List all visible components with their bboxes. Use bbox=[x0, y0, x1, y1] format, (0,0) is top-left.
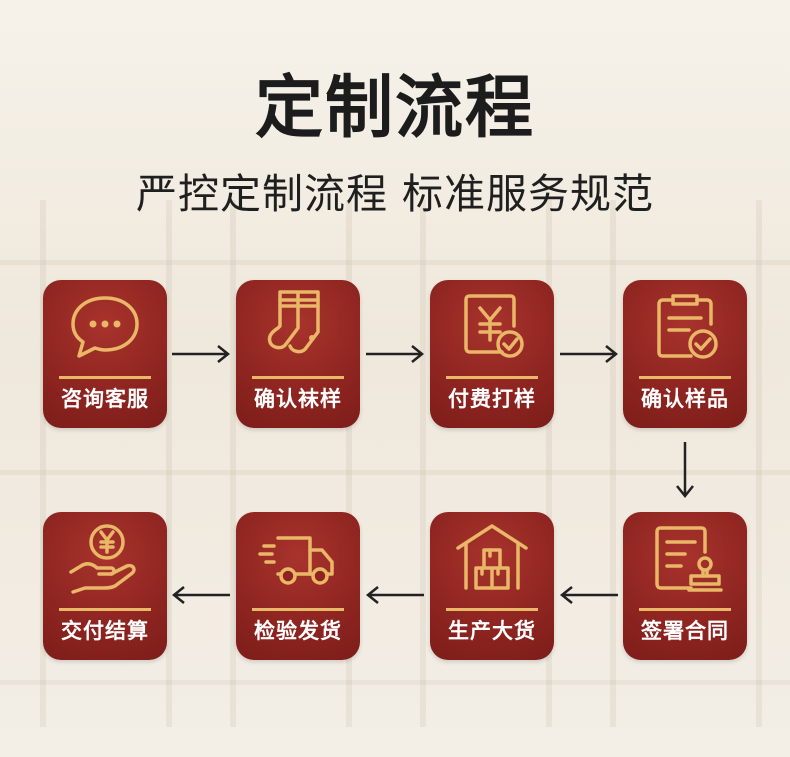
sock-icon bbox=[258, 286, 338, 366]
step-delivery-settlement: 交付结算 bbox=[43, 512, 167, 660]
step-divider bbox=[252, 376, 344, 379]
step-divider bbox=[446, 376, 538, 379]
arrow-right-icon bbox=[558, 344, 620, 364]
page-subtitle: 严控定制流程 标准服务规范 bbox=[135, 170, 655, 218]
arrow-right-icon bbox=[170, 344, 232, 364]
step-label: 签署合同 bbox=[641, 619, 729, 643]
step-label: 付费打样 bbox=[448, 387, 536, 411]
step-paid-sampling: 付费打样 bbox=[430, 280, 554, 428]
step-label: 交付结算 bbox=[61, 619, 149, 643]
arrow-right-icon bbox=[364, 344, 426, 364]
clipboard-check-icon bbox=[645, 286, 725, 366]
hand-yen-icon bbox=[65, 518, 145, 598]
step-sign-contract: 签署合同 bbox=[623, 512, 747, 660]
step-confirm-product-sample: 确认样品 bbox=[623, 280, 747, 428]
step-label: 确认样品 bbox=[641, 387, 729, 411]
step-label: 咨询客服 bbox=[61, 387, 149, 411]
step-divider bbox=[639, 608, 731, 611]
step-label: 生产大货 bbox=[448, 619, 536, 643]
step-label: 检验发货 bbox=[254, 619, 342, 643]
page-title: 定制流程 bbox=[254, 69, 535, 148]
arrow-left-icon bbox=[170, 585, 232, 605]
yen-receipt-icon bbox=[452, 286, 532, 366]
step-divider bbox=[252, 608, 344, 611]
step-inspect-ship: 检验发货 bbox=[236, 512, 360, 660]
step-confirm-sock-sample: 确认袜样 bbox=[236, 280, 360, 428]
step-divider bbox=[639, 376, 731, 379]
step-divider bbox=[59, 608, 151, 611]
contract-stamp-icon bbox=[645, 518, 725, 598]
step-mass-production: 生产大货 bbox=[430, 512, 554, 660]
warehouse-boxes-icon bbox=[452, 518, 532, 598]
delivery-truck-icon bbox=[258, 518, 338, 598]
chat-bubble-icon bbox=[65, 286, 145, 366]
step-divider bbox=[446, 608, 538, 611]
step-label: 确认袜样 bbox=[254, 387, 342, 411]
arrow-left-icon bbox=[364, 585, 426, 605]
step-consult-service: 咨询客服 bbox=[43, 280, 167, 428]
arrow-left-icon bbox=[558, 585, 620, 605]
step-divider bbox=[59, 376, 151, 379]
arrow-down-icon bbox=[675, 440, 695, 500]
